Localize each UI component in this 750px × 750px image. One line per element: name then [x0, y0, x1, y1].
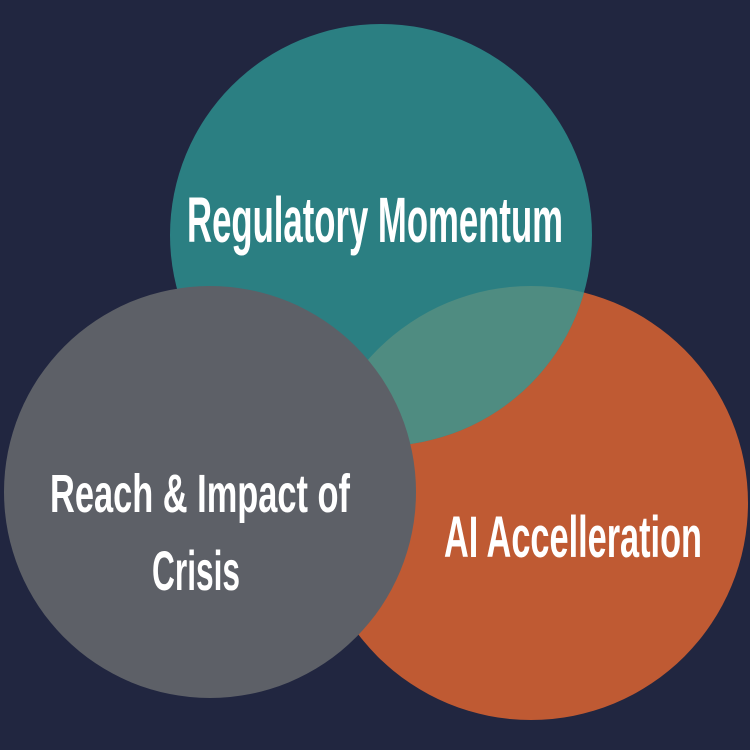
circle-reach-impact-crisis	[4, 286, 416, 698]
label-reach-impact-line2: Crisis	[152, 539, 240, 602]
label-regulatory-momentum: Regulatory Momentum	[187, 184, 563, 256]
label-reach-impact-line1: Reach & Impact of	[50, 464, 351, 524]
overlap-regulatory-ai	[314, 286, 592, 446]
label-ai-accelleration: AI Accelleration	[444, 505, 702, 570]
